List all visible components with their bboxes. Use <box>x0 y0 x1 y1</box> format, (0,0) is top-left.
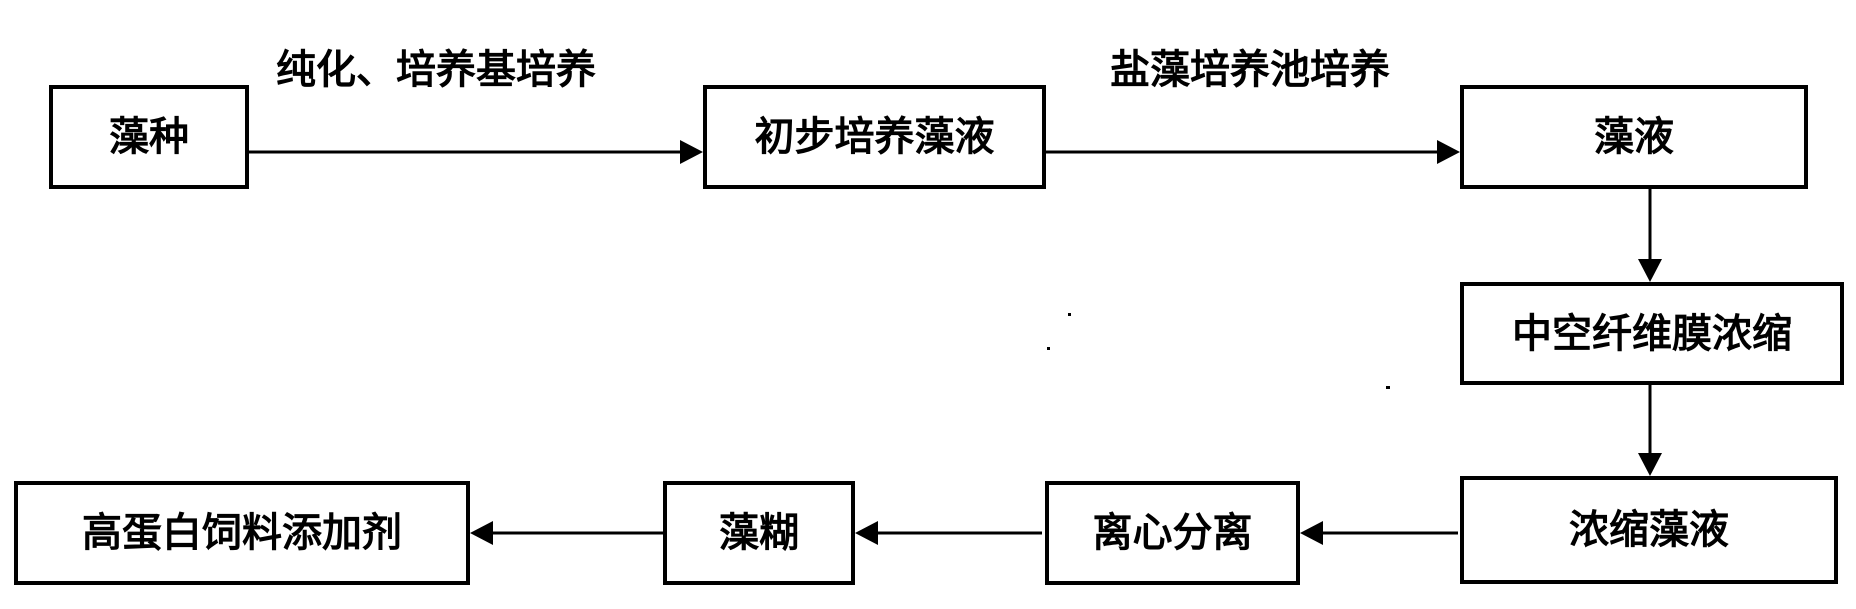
edge-label-pond-culture: 盐藻培养池培养 <box>1110 47 1390 93</box>
speck-2 <box>1047 347 1050 350</box>
node-algae-seed-label: 藻种 <box>109 114 189 160</box>
arrowhead-concentrated <box>1638 453 1662 476</box>
arrowhead-paste <box>855 521 878 545</box>
node-centrifuge-label: 离心分离 <box>1092 510 1253 556</box>
node-feed-additive: 高蛋白饲料添加剂 <box>14 481 470 585</box>
node-centrifuge: 离心分离 <box>1045 481 1300 585</box>
node-algae-seed: 藻种 <box>49 85 249 189</box>
node-algae-paste: 藻糊 <box>663 481 855 585</box>
node-initial-culture-label: 初步培养藻液 <box>754 114 995 160</box>
node-hollow-fiber-label: 中空纤维膜浓缩 <box>1512 310 1792 357</box>
node-algae-liquid-label: 藻液 <box>1594 114 1674 160</box>
arrowhead-additive <box>470 521 493 545</box>
arrowhead-centrifuge <box>1300 521 1323 545</box>
node-feed-additive-label: 高蛋白饲料添加剂 <box>82 510 402 556</box>
arrowhead-liquid <box>1437 140 1460 164</box>
edge-label-purification: 纯化、培养基培养 <box>276 47 596 93</box>
speck-3 <box>1386 386 1390 389</box>
node-hollow-fiber: 中空纤维膜浓缩 <box>1460 282 1844 385</box>
arrowhead-fiber <box>1638 259 1662 282</box>
node-algae-paste-label: 藻糊 <box>719 510 799 556</box>
node-initial-culture: 初步培养藻液 <box>703 85 1046 189</box>
speck-1 <box>1068 313 1071 316</box>
node-algae-liquid: 藻液 <box>1460 85 1808 189</box>
node-concentrated-liquid-label: 浓缩藻液 <box>1569 507 1729 553</box>
node-concentrated-liquid: 浓缩藻液 <box>1460 476 1838 584</box>
arrowhead-initial <box>680 140 703 164</box>
